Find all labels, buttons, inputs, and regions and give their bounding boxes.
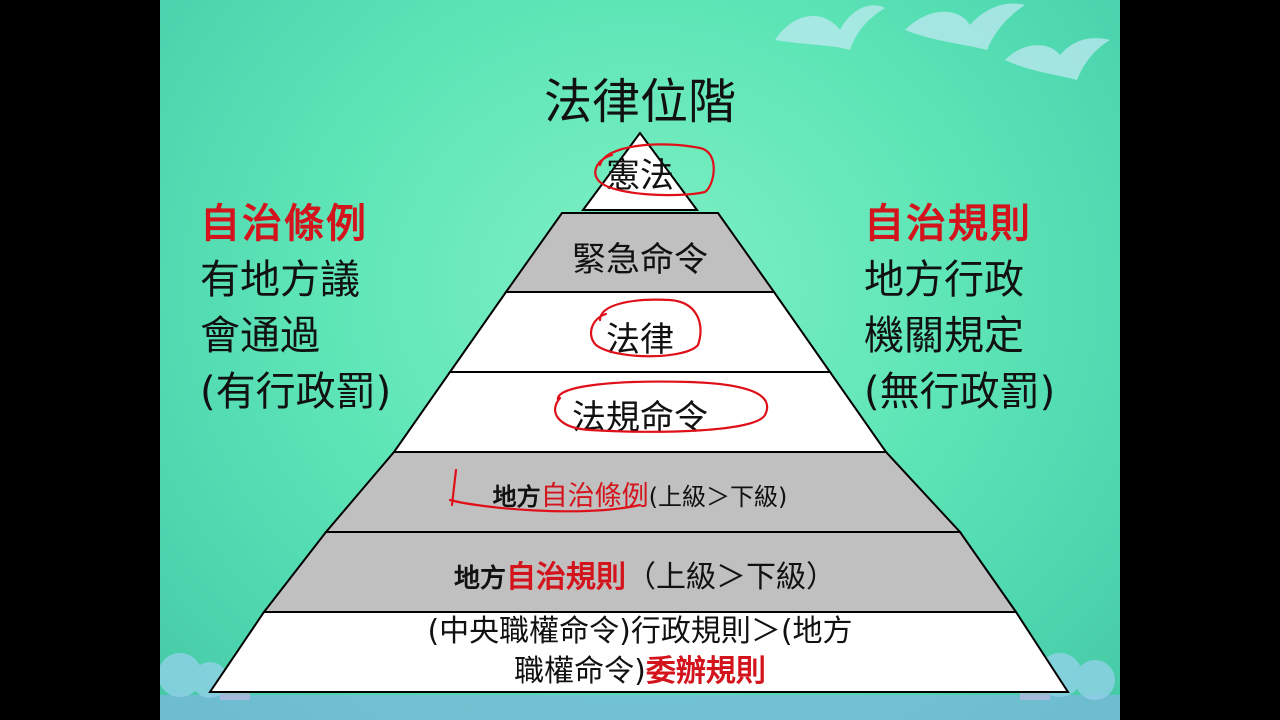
right-panel-line-2: 機關規定 <box>864 313 1024 359</box>
right-panel: 自治規則 地方行政 機關規定 (無行政罰) <box>864 196 1055 420</box>
level-6-prefix: 地方 <box>453 564 506 594</box>
pyramid-level-6-label: 地方自治規則（上級＞下級） <box>330 552 960 596</box>
level-5-highlight: 自治條例 <box>540 481 649 512</box>
right-panel-line-1: 地方行政 <box>864 257 1024 303</box>
pyramid-level-2-label: 緊急命令 <box>572 240 708 280</box>
pyramid-level-4-label: 法規命令 <box>572 398 708 438</box>
right-panel-heading: 自治規則 <box>864 200 1032 247</box>
level-7-line-1: (中央職權命令)行政規則＞(地方 <box>427 614 853 649</box>
slide: 法律位階 憲法 緊急命令 法律 法規命令 地方自治條例(上級＞下級) 地方自治規… <box>160 0 1120 720</box>
level-5-prefix: 地方 <box>492 483 541 511</box>
pyramid-level-7-shape <box>208 611 1070 693</box>
pyramid-level-3-label: 法律 <box>606 320 674 360</box>
pyramid-level-7-label: (中央職權命令)行政規則＞(地方 職權命令)委辦規則 <box>260 612 1020 692</box>
left-panel-line-1: 有地方議 <box>200 257 360 303</box>
left-panel: 自治條例 有地方議 會通過 (有行政罰) <box>200 196 391 420</box>
level-6-suffix: （上級＞下級） <box>626 560 836 595</box>
pyramid-level-1-label: 憲法 <box>606 156 674 196</box>
level-6-highlight: 自治規則 <box>506 560 626 595</box>
left-panel-line-3: (有行政罰) <box>200 369 392 415</box>
level-5-suffix: (上級＞下級) <box>648 483 788 511</box>
level-7-highlight: 委辦規則 <box>645 654 766 689</box>
right-panel-line-3: (無行政罰) <box>864 369 1056 415</box>
left-panel-line-2: 會通過 <box>200 313 320 359</box>
level-7-line-2-prefix: 職權命令) <box>514 654 646 689</box>
level-7-line-2: 職權命令)委辦規則 <box>260 652 1020 692</box>
pyramid-level-5-label: 地方自治條例(上級＞下級) <box>390 474 890 513</box>
left-panel-heading: 自治條例 <box>200 200 368 247</box>
slide-title: 法律位階 <box>543 74 736 130</box>
bird-decoration-icon <box>775 3 1110 80</box>
